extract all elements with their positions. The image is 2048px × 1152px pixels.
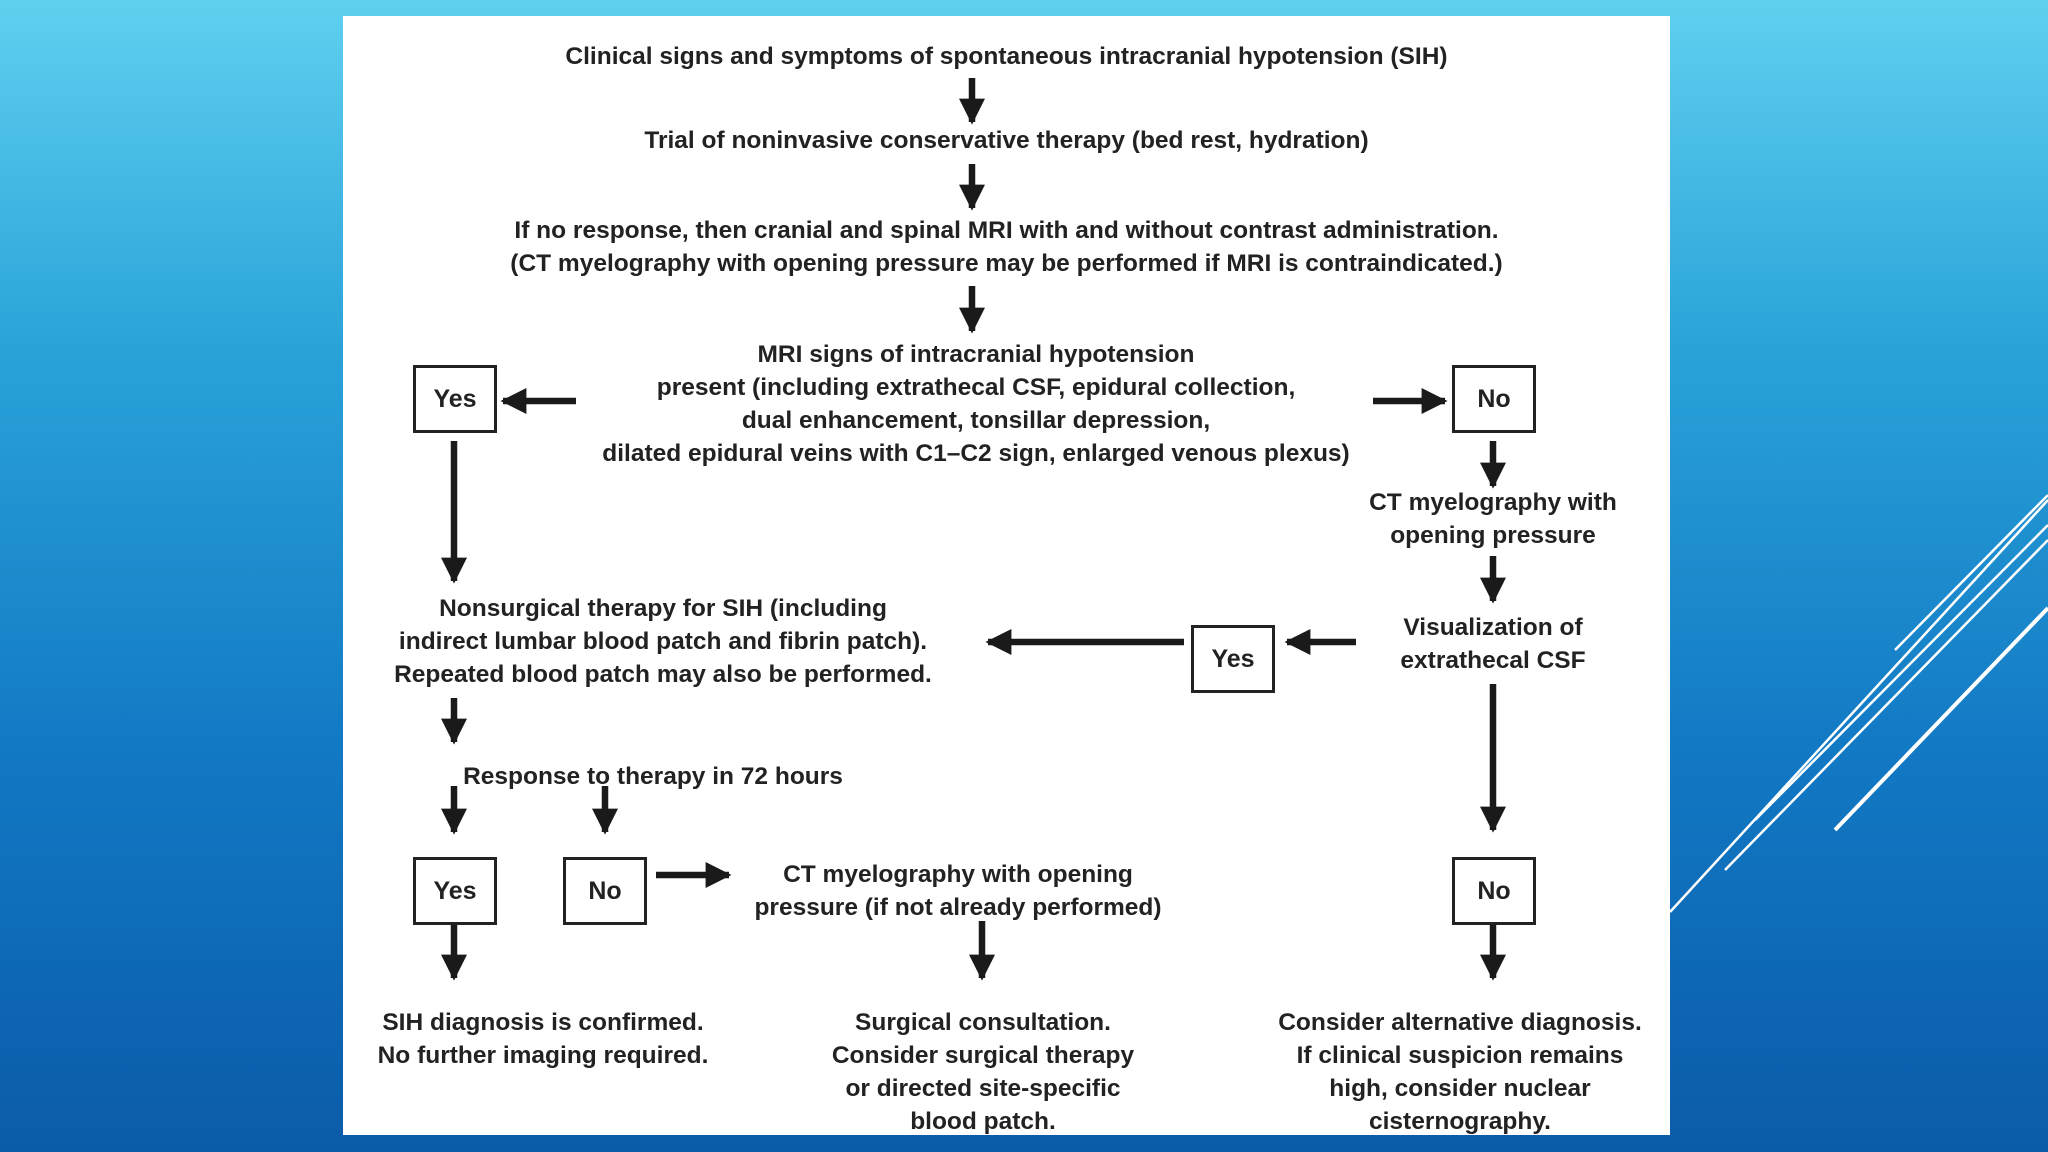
outcome-surgical-consultation: Surgical consultation. Consider surgical… bbox=[813, 1006, 1153, 1138]
step-mri-line: (CT myelography with opening pressure ma… bbox=[510, 250, 1503, 277]
outcome-diagnosis-confirmed: SIH diagnosis is confirmed. No further i… bbox=[343, 1006, 743, 1072]
mri-signs-line: MRI signs of intracranial hypotension bbox=[757, 341, 1195, 368]
yes-box-visualization: Yes bbox=[1191, 625, 1275, 693]
nonsurgical-line: Nonsurgical therapy for SIH (including bbox=[439, 595, 887, 622]
outcome-line: blood patch. bbox=[910, 1108, 1056, 1135]
mri-signs-block: MRI signs of intracranial hypotension pr… bbox=[566, 338, 1386, 470]
step-mri: If no response, then cranial and spinal … bbox=[343, 214, 1670, 280]
outcome-line: Surgical consultation. bbox=[855, 1009, 1111, 1036]
no-box-visualization: No bbox=[1452, 857, 1536, 925]
outcome-line: SIH diagnosis is confirmed. bbox=[382, 1009, 704, 1036]
ct-myelography-opening-pressure: CT myelography with opening pressure bbox=[1343, 486, 1643, 552]
flowchart-panel: Clinical signs and symptoms of spontaneo… bbox=[343, 16, 1670, 1135]
ct-myelography-line: CT myelography with opening bbox=[783, 861, 1133, 888]
no-box-mri-signs: No bbox=[1452, 365, 1536, 433]
response-to-therapy: Response to therapy in 72 hours bbox=[463, 763, 843, 790]
yes-box-mri-signs: Yes bbox=[413, 365, 497, 433]
ct-myelography-line: CT myelography with bbox=[1369, 489, 1617, 516]
flowchart-arrows bbox=[441, 78, 1506, 981]
flowchart-title: Clinical signs and symptoms of spontaneo… bbox=[565, 43, 1448, 70]
nonsurgical-line: Repeated blood patch may also be perform… bbox=[394, 661, 932, 688]
visualization-line: Visualization of bbox=[1403, 614, 1583, 641]
nonsurgical-therapy: Nonsurgical therapy for SIH (including i… bbox=[343, 592, 983, 691]
mri-signs-line: dilated epidural veins with C1–C2 sign, … bbox=[602, 440, 1350, 467]
outcome-line: cisternography. bbox=[1369, 1108, 1551, 1135]
outcome-line: or directed site-specific bbox=[845, 1075, 1121, 1102]
visualization-line: extrathecal CSF bbox=[1400, 647, 1586, 674]
yes-box-response: Yes bbox=[413, 857, 497, 925]
mri-signs-line: dual enhancement, tonsillar depression, bbox=[741, 407, 1211, 434]
step-mri-line: If no response, then cranial and spinal … bbox=[514, 217, 1499, 244]
ct-myelography-line: pressure (if not already performed) bbox=[754, 894, 1162, 921]
no-box-response: No bbox=[563, 857, 647, 925]
ct-myelography-if-not-performed: CT myelography with opening pressure (if… bbox=[733, 858, 1183, 924]
visualization-extrathecal-csf: Visualization of extrathecal CSF bbox=[1343, 611, 1643, 677]
outcome-alternative-diagnosis: Consider alternative diagnosis. If clini… bbox=[1250, 1006, 1670, 1138]
nonsurgical-line: indirect lumbar blood patch and fibrin p… bbox=[398, 628, 928, 655]
outcome-line: high, consider nuclear bbox=[1329, 1075, 1591, 1102]
step-conservative-therapy: Trial of noninvasive conservative therap… bbox=[644, 127, 1369, 154]
outcome-line: Consider surgical therapy bbox=[831, 1042, 1135, 1069]
outcome-line: Consider alternative diagnosis. bbox=[1278, 1009, 1642, 1036]
outcome-line: No further imaging required. bbox=[377, 1042, 709, 1069]
outcome-line: If clinical suspicion remains bbox=[1296, 1042, 1624, 1069]
ct-myelography-line: opening pressure bbox=[1390, 522, 1596, 549]
mri-signs-line: present (including extrathecal CSF, epid… bbox=[656, 374, 1296, 401]
